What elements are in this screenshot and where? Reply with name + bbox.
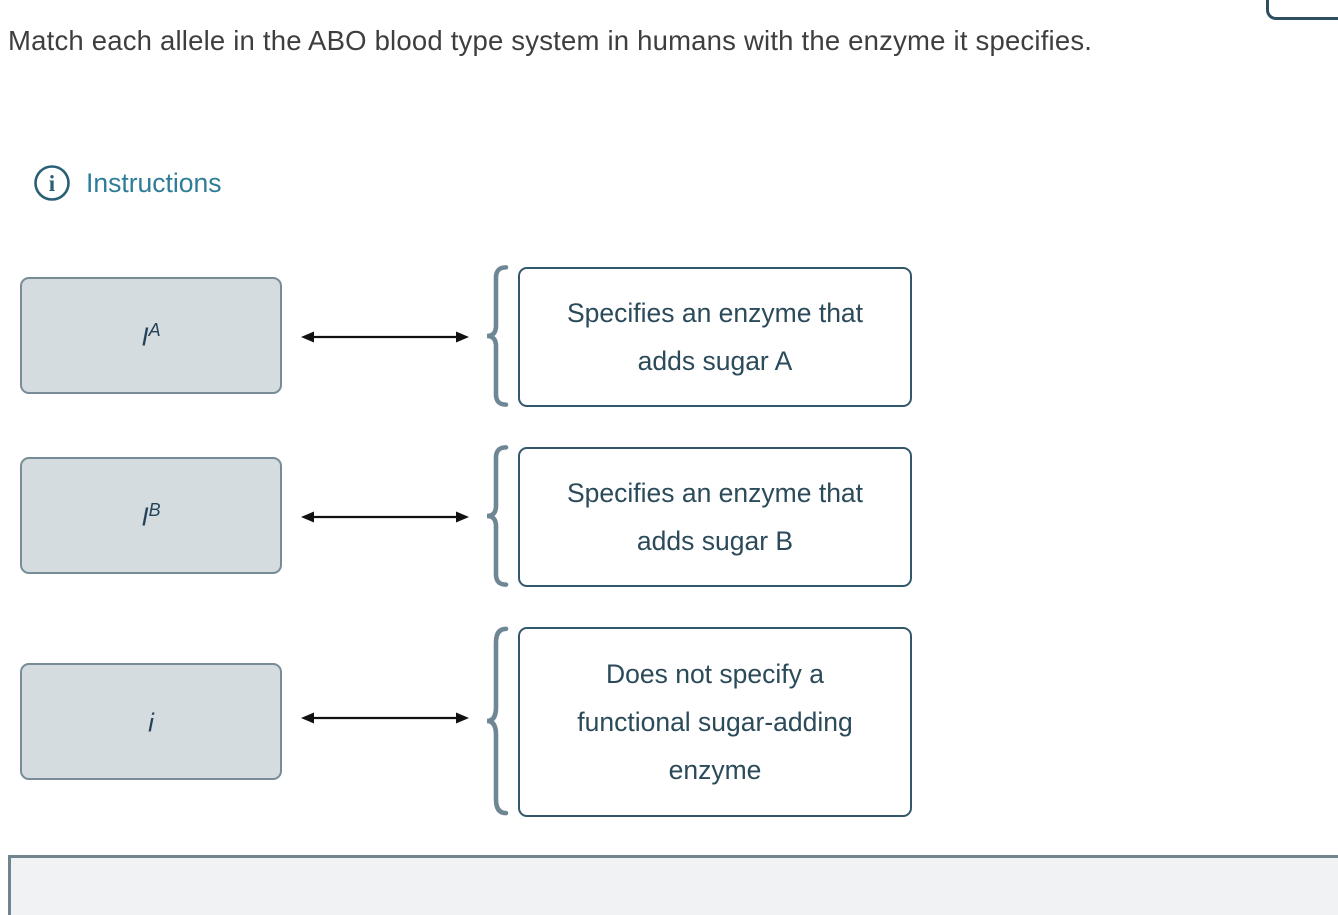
allele-drop-zone-i[interactable]: i <box>20 663 282 780</box>
info-icon: i <box>34 165 70 201</box>
answer-tray <box>8 855 1338 915</box>
allele-drop-zone-ia[interactable]: IA <box>20 277 282 394</box>
instructions-label: Instructions <box>86 167 222 198</box>
question-prompt: Match each allele in the ABO blood type … <box>8 25 1093 56</box>
enzyme-option: Specifies an enzyme that adds sugar A <box>518 267 912 407</box>
svg-text:i: i <box>49 171 56 196</box>
match-arrow <box>301 331 469 343</box>
partial-button[interactable] <box>1266 0 1338 20</box>
enzyme-option: Does not specify a functional sugar-addi… <box>518 627 912 817</box>
instructions-link[interactable]: i Instructions <box>33 164 222 202</box>
allele-label: i <box>148 707 154 738</box>
brace-icon <box>484 263 510 409</box>
brace-icon <box>484 623 510 819</box>
match-arrow <box>301 511 469 523</box>
allele-label: IA <box>141 320 161 352</box>
enzyme-option: Specifies an enzyme that adds sugar B <box>518 447 912 587</box>
allele-label: IB <box>141 500 161 532</box>
allele-drop-zone-ib[interactable]: IB <box>20 457 282 574</box>
match-arrow <box>301 712 469 724</box>
brace-icon <box>484 443 510 589</box>
